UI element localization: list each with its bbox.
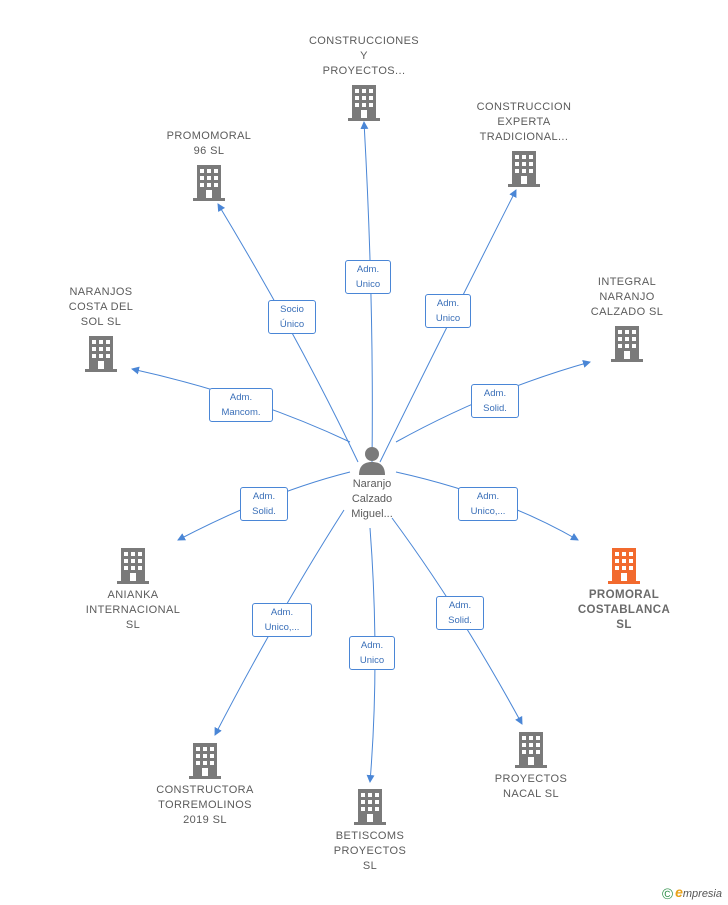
building-icon xyxy=(508,151,540,187)
node-label: CONSTRUCTORA TORREMOLINOS 2019 SL xyxy=(156,784,254,826)
edge-label-proyectos-nacal[interactable]: Adm. Solid. xyxy=(436,596,484,630)
edge-label-integral-naranjo-calzado[interactable]: Adm. Solid. xyxy=(471,384,519,418)
node-betiscoms-proyectos[interactable]: BETISCOMS PROYECTOS SL xyxy=(300,789,440,874)
center-person-label: Naranjo Calzado Miguel... xyxy=(351,478,393,520)
building-icon xyxy=(193,165,225,201)
node-constructora-torremolinos[interactable]: CONSTRUCTORA TORREMOLINOS 2019 SL xyxy=(135,743,275,828)
edge-label-anianka-internacional[interactable]: Adm. Solid. xyxy=(240,487,288,521)
edge-label-promomoral-96[interactable]: Socio Único xyxy=(268,300,316,334)
node-label: CONSTRUCCION EXPERTA TRADICIONAL... xyxy=(476,101,572,143)
node-construccion-experta-tradicional[interactable]: CONSTRUCCION EXPERTA TRADICIONAL... xyxy=(454,100,594,187)
node-label: NARANJOS COSTA DEL SOL SL xyxy=(68,286,134,328)
edge-label-construccion-experta-tradicional[interactable]: Adm. Unico xyxy=(425,294,471,328)
edge-label-betiscoms-proyectos[interactable]: Adm. Unico xyxy=(349,636,395,670)
edge-label-constructora-torremolinos[interactable]: Adm. Unico,... xyxy=(252,603,312,637)
center-person[interactable]: Naranjo Calzado Miguel... xyxy=(340,445,404,522)
node-label: PROMORAL COSTABLANCA SL xyxy=(577,589,671,631)
node-label: PROYECTOS NACAL SL xyxy=(494,773,568,800)
building-icon xyxy=(515,732,547,768)
person-icon xyxy=(359,447,385,475)
node-label: CONSTRUCCIONES Y PROYECTOS... xyxy=(308,35,420,77)
node-integral-naranjo-calzado[interactable]: INTEGRAL NARANJO CALZADO SL xyxy=(557,275,697,362)
node-label: BETISCOMS PROYECTOS SL xyxy=(333,830,407,872)
node-label: ANIANKA INTERNACIONAL SL xyxy=(85,589,181,631)
building-icon xyxy=(611,326,643,362)
footer-logo[interactable]: ©empresia xyxy=(662,884,722,903)
node-construcciones-y-proyectos[interactable]: CONSTRUCCIONES Y PROYECTOS... xyxy=(294,34,434,121)
edge-label-naranjos-costa-del-sol[interactable]: Adm. Mancom. xyxy=(209,388,273,422)
building-icon xyxy=(348,85,380,121)
node-label: INTEGRAL NARANJO CALZADO SL xyxy=(590,276,664,318)
building-icon xyxy=(189,743,221,779)
edge-label-construcciones-y-proyectos[interactable]: Adm. Unico xyxy=(345,260,391,294)
building-icon xyxy=(117,548,149,584)
brand-name: mpresia xyxy=(682,888,722,900)
node-anianka-internacional[interactable]: ANIANKA INTERNACIONAL SL xyxy=(63,548,203,633)
edge-construccion-experta-tradicional xyxy=(379,189,517,463)
node-promoral-costablanca[interactable]: PROMORAL COSTABLANCA SL xyxy=(554,548,694,633)
building-icon xyxy=(608,548,640,584)
edge-label-promoral-costablanca[interactable]: Adm. Unico,... xyxy=(458,487,518,521)
node-proyectos-nacal[interactable]: PROYECTOS NACAL SL xyxy=(461,732,601,802)
edge-promomoral-96 xyxy=(217,203,359,463)
building-icon xyxy=(85,336,117,372)
copyright-icon: © xyxy=(662,886,674,903)
edge-construcciones-y-proyectos xyxy=(360,121,373,463)
brand-initial: e xyxy=(675,884,683,900)
node-promomoral-96[interactable]: PROMOMORAL 96 SL xyxy=(139,129,279,201)
building-icon xyxy=(354,789,386,825)
node-naranjos-costa-del-sol[interactable]: NARANJOS COSTA DEL SOL SL xyxy=(31,285,171,372)
node-label: PROMOMORAL 96 SL xyxy=(166,130,252,157)
